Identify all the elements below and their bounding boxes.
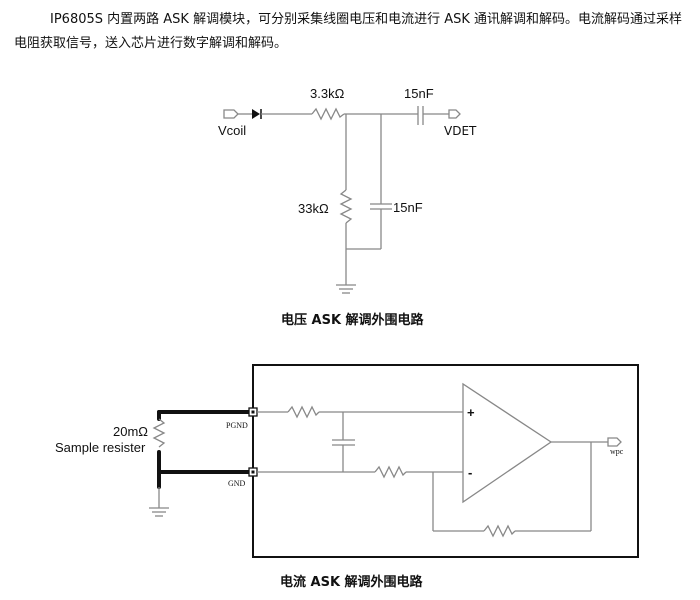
ground-icon (149, 507, 169, 517)
opamp-plus-sign: + (467, 405, 475, 420)
opamp-icon (462, 382, 553, 504)
ground-icon (336, 284, 356, 294)
shunt-capacitor-icon (370, 203, 392, 210)
series-resistor-icon (311, 107, 345, 121)
sense-resistor-name: Sample resister (55, 440, 146, 455)
pin-dot (251, 470, 255, 474)
input-resistor-minus-icon (374, 465, 407, 479)
current-circuit: 20mΩ Sample resister PGND GND + - (55, 364, 639, 590)
chip-boundary (252, 364, 639, 558)
gnd-label: GND (228, 479, 246, 488)
voltage-circuit: Vcoil 3.3kΩ 15nF VDET 33kΩ (218, 86, 477, 328)
intro-paragraph: IP6805S 内置两路 ASK 解调模块，可分别采集线圈电压和电流进行 ASK… (14, 12, 683, 51)
series-capacitor-icon (417, 106, 424, 125)
series-capacitor-label: 15nF (404, 86, 434, 101)
vcoil-port-icon (223, 109, 239, 119)
wpc-label: wpc (610, 447, 624, 456)
feedback-resistor-icon (483, 524, 516, 538)
shunt-resistor-icon (339, 189, 353, 224)
voltage-circuit-caption: 电压 ASK 解调外围电路 (281, 312, 425, 328)
pin-dot (251, 410, 255, 414)
shunt-resistor-label: 33kΩ (298, 201, 329, 216)
wpc-port-icon (607, 437, 622, 447)
filter-capacitor-icon (332, 439, 355, 446)
current-circuit-caption: 电流 ASK 解调外围电路 (280, 574, 424, 590)
input-resistor-plus-icon (287, 405, 320, 419)
shunt-capacitor-label: 15nF (393, 200, 423, 215)
opamp-minus-sign: - (468, 465, 472, 480)
diode-icon (252, 109, 262, 119)
sense-resistor-icon (152, 418, 166, 448)
vdet-port-icon (448, 109, 461, 119)
vdet-label: VDET (444, 124, 477, 138)
pgnd-label: PGND (226, 421, 248, 430)
vcoil-label: Vcoil (218, 123, 246, 138)
series-resistor-label: 3.3kΩ (310, 86, 345, 101)
sense-resistor-value: 20mΩ (113, 424, 148, 439)
